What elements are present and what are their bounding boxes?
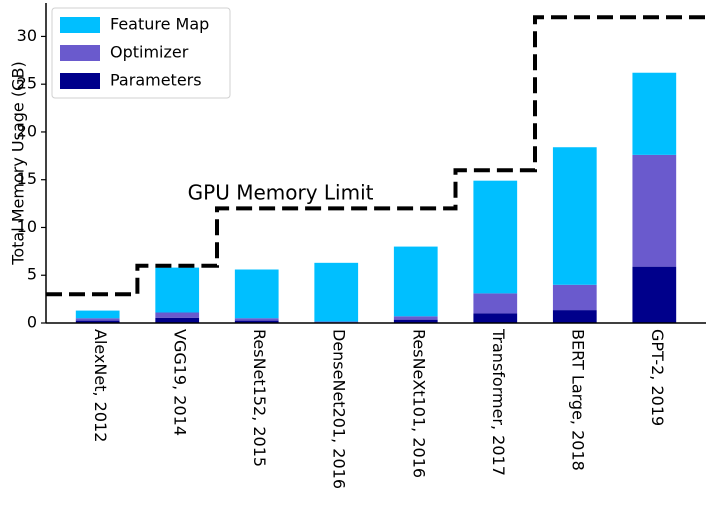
y-tick-label-0: 0 <box>27 313 37 332</box>
x-tick-label-5: Transformer, 2017 <box>489 328 508 476</box>
x-tick-label-4: ResNeXt101, 2016 <box>409 329 428 478</box>
legend-label-optimizer: Optimizer <box>110 43 189 62</box>
x-tick-label-1: VGG19, 2014 <box>171 329 190 436</box>
y-tick-label-15: 15 <box>17 169 37 188</box>
y-tick-label-30: 30 <box>17 26 37 45</box>
axes-layer <box>45 3 706 324</box>
bar-feature-map-5 <box>473 180 518 294</box>
bar-feature-map-3 <box>314 262 359 322</box>
x-tick-label-0: AlexNet, 2012 <box>91 329 110 442</box>
gpu-memory-limit-label: GPU Memory Limit <box>188 180 374 204</box>
x-tick-labels: AlexNet, 2012 VGG19, 2014 ResNet152, 2015 D… <box>91 328 667 489</box>
y-axis-label: Total Memory Usage (GB) <box>9 61 28 265</box>
bar-feature-map-6 <box>552 147 597 285</box>
legend-swatch-feature-map <box>60 17 100 33</box>
bar-parameters-6 <box>552 310 597 323</box>
y-tick-label-20: 20 <box>17 121 37 140</box>
bar-optimizer-6 <box>552 284 597 311</box>
bar-parameters-7 <box>632 266 677 323</box>
y-tick-labels: 0 5 10 15 20 25 30 <box>17 26 46 332</box>
bar-feature-map-7 <box>632 72 677 155</box>
bar-parameters-2 <box>234 320 279 323</box>
bars-layer <box>75 72 677 323</box>
bar-optimizer-7 <box>632 154 677 267</box>
legend-swatch-optimizer <box>60 45 100 61</box>
bar-optimizer-0 <box>75 318 120 321</box>
y-tick-label-25: 25 <box>17 74 37 93</box>
bar-feature-map-2 <box>234 269 279 319</box>
bar-feature-map-1 <box>155 267 200 313</box>
y-tick-label-5: 5 <box>27 265 37 284</box>
x-tick-label-2: ResNet152, 2015 <box>250 329 269 467</box>
x-tick-label-6: BERT Large, 2018 <box>568 329 587 471</box>
bar-parameters-1 <box>155 317 200 323</box>
bar-optimizer-2 <box>234 318 279 321</box>
legend-swatch-parameters <box>60 73 100 89</box>
legend-label-parameters: Parameters <box>110 71 202 90</box>
bar-optimizer-3 <box>314 321 359 323</box>
limit-line-layer <box>46 15 706 297</box>
bar-feature-map-4 <box>393 246 438 317</box>
bar-optimizer-4 <box>393 316 438 320</box>
x-tick-label-7: GPT-2, 2019 <box>648 329 667 426</box>
x-tick-label-3: DenseNet201, 2016 <box>330 329 349 489</box>
bar-parameters-4 <box>393 319 438 323</box>
bar-optimizer-5 <box>473 293 518 314</box>
legend-label-feature-map: Feature Map <box>110 15 209 34</box>
y-tick-label-10: 10 <box>17 217 37 236</box>
bar-optimizer-1 <box>155 312 200 318</box>
bar-parameters-0 <box>75 320 120 323</box>
gpu-memory-limit-line <box>46 15 706 297</box>
bar-parameters-5 <box>473 313 518 323</box>
bar-feature-map-0 <box>75 310 120 319</box>
